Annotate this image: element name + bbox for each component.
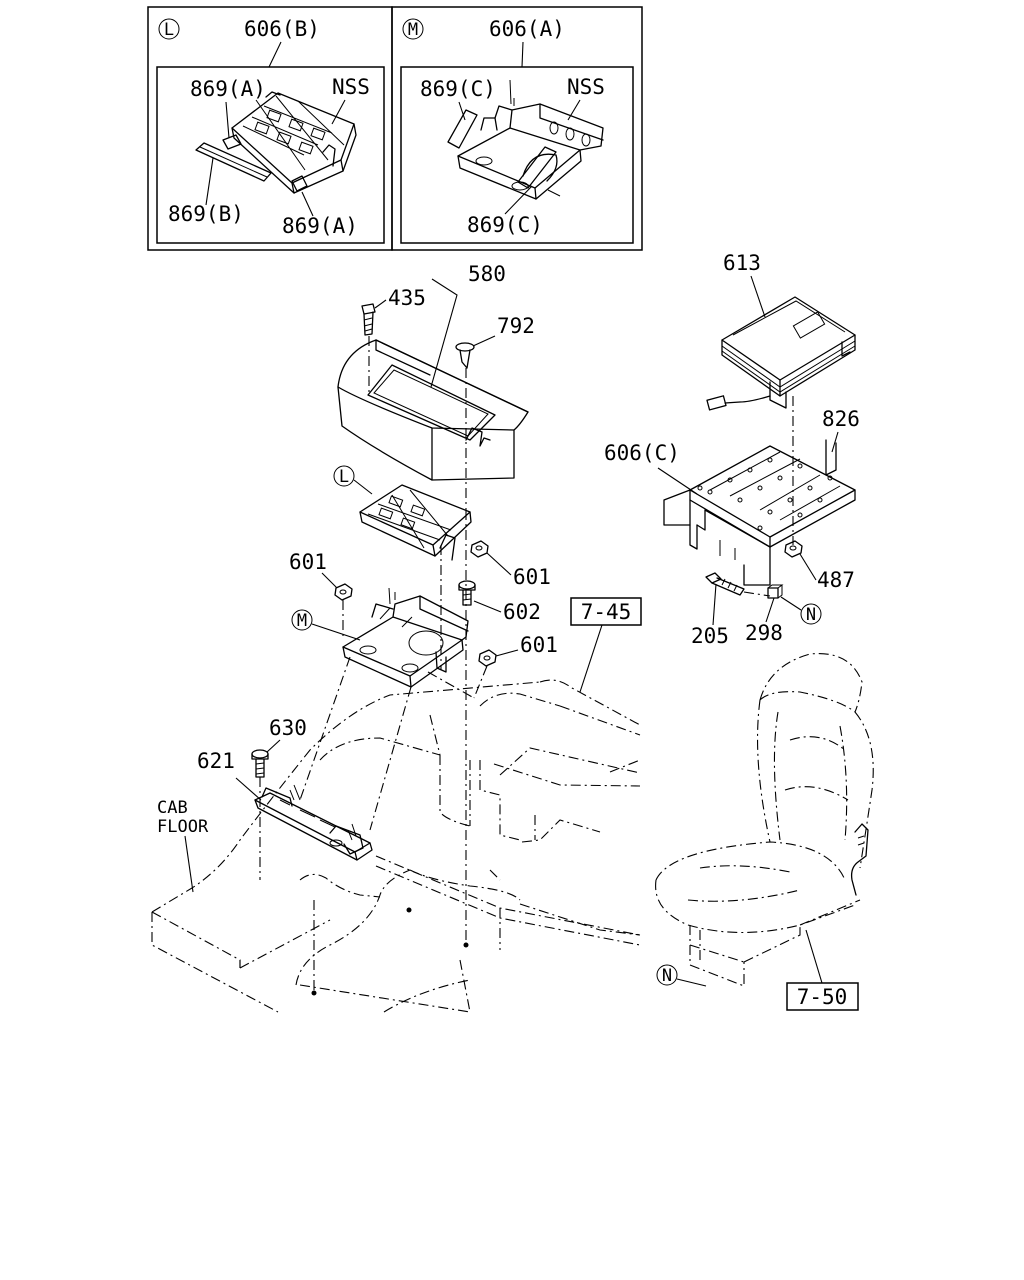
label-869a-bottom: 869(A) <box>282 214 358 238</box>
label-621: 621 <box>197 749 235 773</box>
inset-l-title-leader <box>268 41 282 68</box>
label-601-left: 601 <box>289 550 327 574</box>
label-869c-top: 869(C) <box>420 77 496 101</box>
label-cab: CAB <box>157 798 188 818</box>
bracket-l-drawing <box>359 484 472 561</box>
bracket-606a-drawing <box>457 79 604 200</box>
label-869a-top: 869(A) <box>190 77 266 101</box>
label-435: 435 <box>388 286 426 310</box>
label-869b: 869(B) <box>168 202 244 226</box>
inset-l-title: 606(B) <box>244 17 320 41</box>
label-487: 487 <box>817 568 855 592</box>
bracket-606c-drawing <box>663 439 856 586</box>
bolt-602-drawing <box>458 580 476 606</box>
floor-bracket-drawing <box>254 784 373 861</box>
marker-n-upper: N <box>806 605 816 625</box>
inset-m-marker: M <box>408 20 418 40</box>
inset-m-inner-frame <box>400 66 634 244</box>
inset-m-frame <box>391 6 643 251</box>
inset-m-panel: M 606(A) 869(C) NSS 869(C) <box>391 6 643 251</box>
inset-m-title-leader <box>521 41 524 68</box>
clip-792-drawing <box>455 342 475 369</box>
bolt-630-drawing <box>251 749 269 778</box>
inset-l-marker-circle <box>158 18 180 40</box>
label-nss-l: NSS <box>332 75 370 99</box>
screw-435-drawing <box>361 303 376 336</box>
inset-m-marker-circle <box>402 18 424 40</box>
marker-l: L <box>339 467 349 487</box>
label-630: 630 <box>269 716 307 740</box>
label-205: 205 <box>691 624 729 648</box>
inset-l-inner-frame <box>156 66 385 244</box>
label-792: 792 <box>497 314 535 338</box>
pad-869c-lower <box>517 146 557 189</box>
nut-487-drawing <box>784 540 803 558</box>
bolt-205-drawing <box>705 572 745 596</box>
cab-floor-drawing <box>151 679 641 1013</box>
controller-613-drawing <box>706 296 856 411</box>
label-nss-m: NSS <box>567 75 605 99</box>
marker-m: M <box>297 611 307 631</box>
pad-869c-upper <box>447 109 478 149</box>
label-602: 602 <box>503 600 541 624</box>
ref-7-45[interactable]: 7-45 <box>581 600 632 624</box>
nut-601-lower <box>478 649 497 667</box>
nut-601-left <box>334 583 353 601</box>
cover-580-drawing <box>337 339 529 481</box>
ref-7-50-box[interactable] <box>786 982 859 1011</box>
marker-l-circle <box>333 465 355 487</box>
inset-m-title: 606(A) <box>489 17 565 41</box>
strip-869b <box>195 142 272 182</box>
seat-drawing <box>655 653 874 987</box>
inset-l-marker: L <box>164 20 174 40</box>
label-floor: FLOOR <box>157 817 209 837</box>
label-601-lower: 601 <box>520 633 558 657</box>
bracket-m-drawing <box>342 587 469 688</box>
label-613: 613 <box>723 251 761 275</box>
label-869c-bottom: 869(C) <box>467 213 543 237</box>
label-601-upper: 601 <box>513 565 551 589</box>
nut-601-right <box>470 540 489 558</box>
pad-869a-upper <box>222 134 242 150</box>
label-606c: 606(C) <box>604 441 680 465</box>
label-298: 298 <box>745 621 783 645</box>
bracket-606b-drawing <box>231 91 357 194</box>
marker-n-upper-circle <box>800 603 822 625</box>
marker-n-lower-circle <box>656 964 678 986</box>
clip-298-drawing <box>767 584 784 599</box>
marker-m-circle <box>291 609 313 631</box>
inset-l-panel: L 606(B) 869(A) NSS 869(B) 869(A) <box>147 6 393 251</box>
pad-869a-lower <box>291 175 308 192</box>
label-826: 826 <box>822 407 860 431</box>
label-580: 580 <box>468 262 506 286</box>
marker-n-lower: N <box>662 966 672 986</box>
ref-7-50[interactable]: 7-50 <box>797 985 848 1009</box>
ref-7-45-box[interactable] <box>570 597 642 626</box>
